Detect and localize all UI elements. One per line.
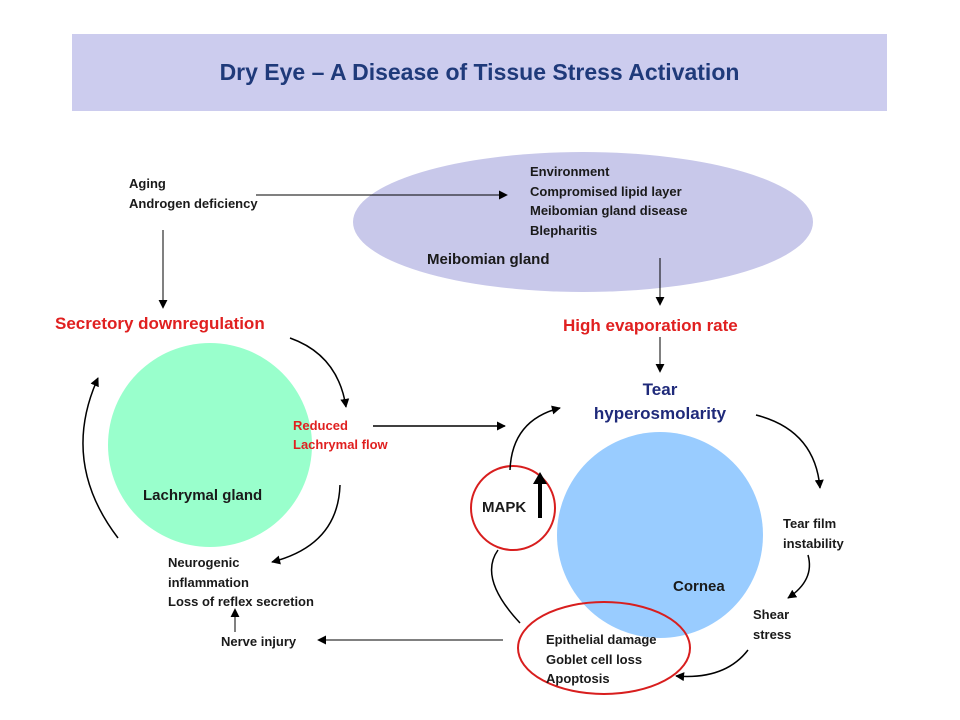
reduced-line-1: Reduced (293, 418, 348, 433)
curve-secretory-to-flow (289, 337, 350, 408)
curve-left-up (82, 377, 119, 539)
title-band: Dry Eye – A Disease of Tissue Stress Act… (72, 34, 887, 111)
cause-aging: Aging (129, 176, 166, 191)
mapk-up-arrow-head (533, 472, 547, 484)
epithelial-line-2: Goblet cell loss (546, 651, 643, 667)
nerve-injury-label: Nerve injury (221, 634, 297, 649)
epithelial-damage-label: Epithelial damage Goblet cell loss Apopt… (546, 630, 657, 689)
curve-film-to-shear (787, 554, 811, 599)
epithelial-highlight-ellipse (517, 601, 691, 695)
tear-line-2: hyperosmolarity (593, 404, 727, 423)
curve-gland-to-neurogenic (271, 484, 341, 565)
cause-androgen: Androgen deficiency (129, 195, 258, 211)
diagram-title: Dry Eye – A Disease of Tissue Stress Act… (219, 59, 740, 85)
high-evaporation-label: High evaporation rate (563, 316, 738, 335)
secretory-downregulation-label: Secretory downregulation (55, 314, 265, 333)
meibomian-gland-ellipse (353, 152, 813, 292)
lachrymal-gland-circle (108, 343, 312, 547)
mapk-highlight-circle (470, 465, 556, 551)
cornea-label: Cornea (673, 578, 725, 595)
curve-mapk-to-tear (509, 405, 561, 471)
tear-film-line-1: Tear film (783, 516, 837, 531)
tear-hyperosmolarity-label: Tear hyperosmolarity (580, 378, 740, 426)
causes-label: Aging Androgen deficiency (129, 174, 258, 213)
factor-lipid-layer: Compromised lipid layer (530, 183, 682, 199)
lachrymal-gland-label: Lachrymal gland (143, 487, 263, 504)
factor-meibomian-disease: Meibomian gland disease (530, 203, 688, 218)
epithelial-line-3: Apoptosis (546, 671, 610, 686)
tear-film-line-2: instability (783, 535, 844, 551)
factor-blepharitis: Blepharitis (530, 222, 598, 238)
neurogenic-label: Neurogenic inflammation Loss of reflex s… (168, 553, 314, 612)
meibomian-factors: Environment Compromised lipid layer Meib… (530, 162, 688, 240)
factor-environment: Environment (530, 164, 610, 179)
epithelial-line-1: Epithelial damage (546, 632, 657, 647)
curve-tear-to-film (755, 414, 824, 489)
curve-shear-to-epithelial (675, 649, 749, 682)
meibomian-gland-label: Meibomian gland (427, 251, 550, 268)
shear-line-1: Shear (753, 607, 790, 622)
curve-epithelial-to-mapk (490, 549, 521, 624)
tear-line-1: Tear (642, 380, 678, 399)
shear-line-2: stress (753, 626, 792, 642)
neurogenic-line-1: Neurogenic (168, 555, 240, 570)
mapk-label: MAPK (482, 499, 527, 516)
tear-film-instability-label: Tear film instability (783, 514, 844, 553)
reduced-lachrymal-flow-label: Reduced Lachrymal flow (293, 416, 388, 454)
reduced-line-2: Lachrymal flow (293, 437, 388, 452)
shear-stress-label: Shear stress (753, 605, 791, 644)
cornea-circle (557, 432, 763, 638)
neurogenic-line-2: inflammation (168, 574, 249, 590)
neurogenic-line-3: Loss of reflex secretion (168, 594, 314, 609)
